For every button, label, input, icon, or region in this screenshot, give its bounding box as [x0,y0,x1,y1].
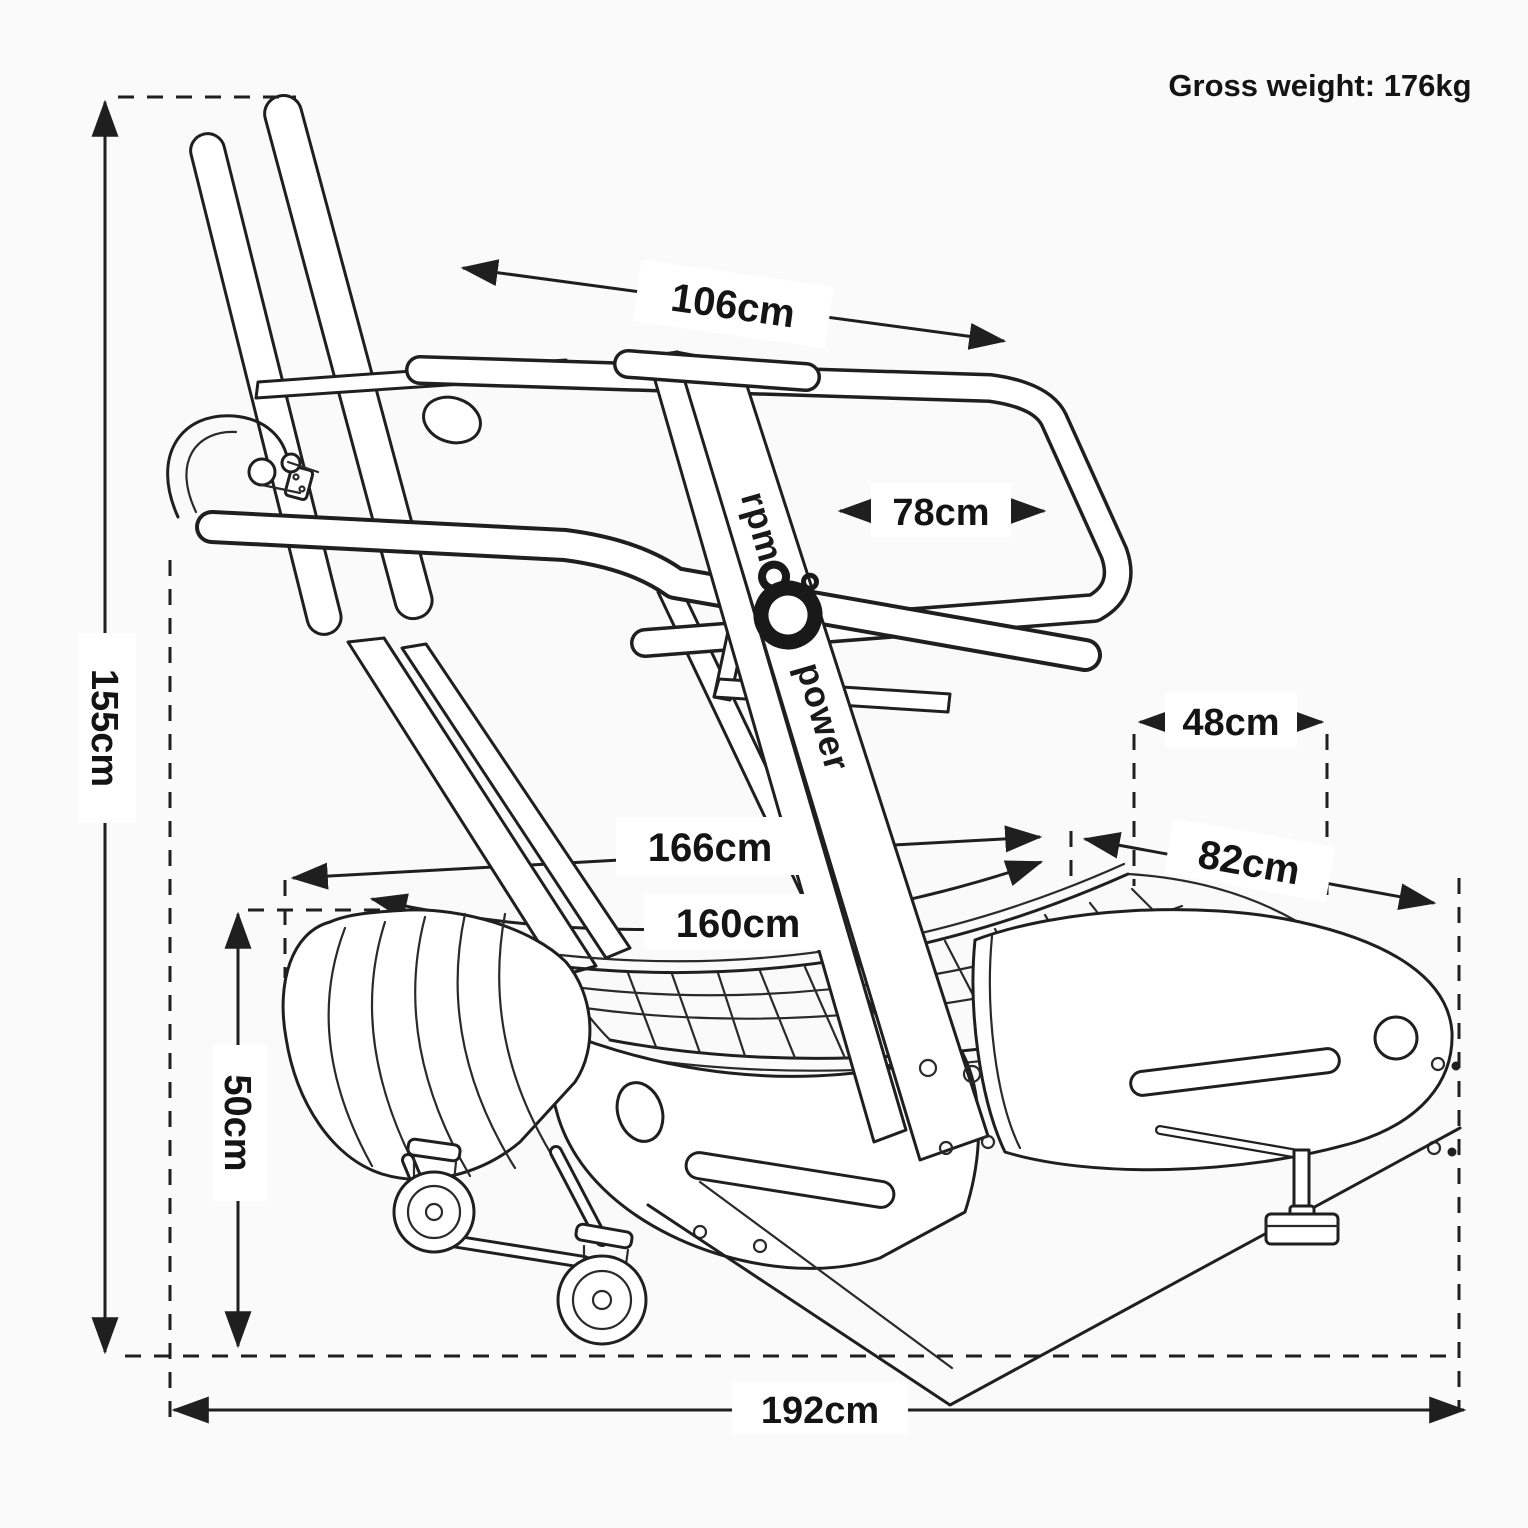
label-handlebar-inner-width: 78cm [892,492,989,534]
top-handlebar [405,355,1133,658]
side-panel-rear [971,908,1461,1172]
gross-weight-label: Gross weight: 176kg [1168,68,1471,103]
dimension-labels: Gross weight: 176kg 106cm 78cm 155cm 50c… [78,68,1472,1434]
caster-wheel-front [392,1137,476,1254]
rear-foot [1155,1125,1340,1246]
label-overall-height: 155cm [83,669,125,787]
label-overall-length: 192cm [761,1390,879,1432]
front-handlebar [195,510,1102,672]
label-running-surface-length: 160cm [676,902,801,946]
label-deck-height: 50cm [216,1074,258,1171]
upright-handles [189,94,434,636]
treadmill-drawing: rpm power [166,94,1462,1407]
handlebar-front-segment [613,349,821,392]
kettlebell-icon [753,560,823,650]
front-hood [281,908,592,1181]
label-frame-length: 166cm [648,826,773,870]
caster-wheel-mid [556,1222,648,1346]
phone-holder [166,414,320,519]
label-rear-platform-length: 48cm [1182,702,1279,744]
